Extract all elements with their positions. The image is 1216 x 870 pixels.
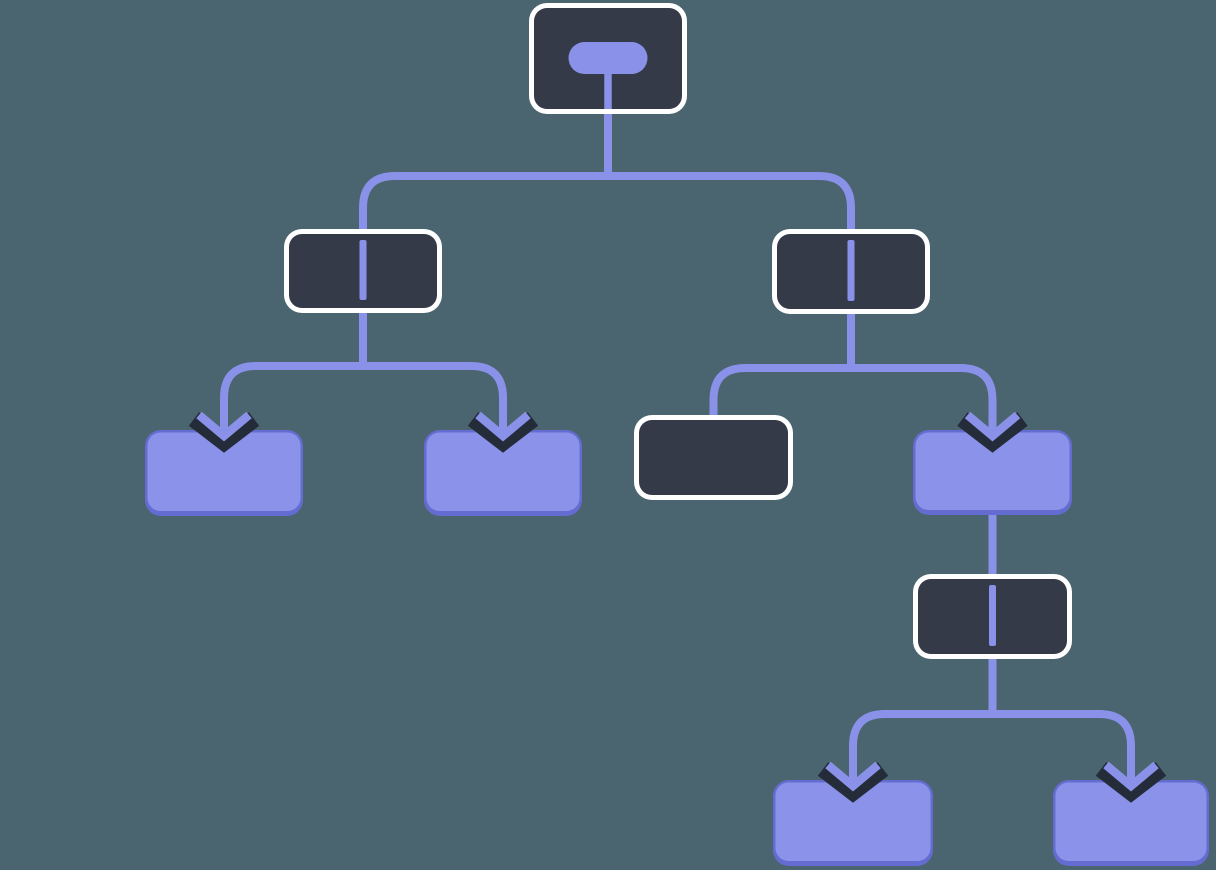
node-purple-body: [775, 782, 931, 861]
collapsed-children-line-icon: [989, 585, 996, 646]
tree-connector: [220, 313, 367, 436]
tree-connector: [988, 659, 1135, 786]
tree-node-leaf-left-1[interactable]: [145, 430, 303, 516]
tree-node-root[interactable]: [529, 3, 687, 114]
arrow-down-icon: [1095, 761, 1167, 803]
node-dark-body: [639, 420, 788, 495]
tree-node-leaf-left-2[interactable]: [424, 430, 582, 516]
tree-node-branch-left[interactable]: [284, 229, 442, 313]
tree-connector: [709, 314, 855, 421]
arrow-down-icon: [957, 411, 1028, 453]
tree-node-leaf-bottom-2[interactable]: [1053, 780, 1209, 866]
arrow-down-icon: [467, 411, 539, 453]
node-purple-body: [147, 432, 301, 511]
tree-node-node-right-left[interactable]: [634, 415, 793, 500]
node-purple-body: [426, 432, 580, 511]
arrow-layer: [188, 411, 1167, 803]
connector-layer: [220, 114, 1135, 786]
node-purple-body: [1055, 782, 1207, 861]
tree-node-branch-right[interactable]: [772, 229, 930, 314]
tree-connector: [849, 659, 997, 786]
collapsed-children-line-icon: [359, 240, 367, 300]
tree-connector: [359, 313, 507, 436]
tree-connector: [847, 314, 997, 436]
node-layer: [145, 3, 1209, 866]
root-indicator-icon: [568, 42, 648, 109]
node-purple-body: [915, 432, 1070, 510]
tree-node-branch-bottom[interactable]: [913, 574, 1072, 659]
tree-connector: [604, 114, 855, 235]
arrow-down-icon: [188, 411, 260, 453]
arrow-down-icon: [817, 761, 889, 803]
tree-node-node-right-right[interactable]: [913, 430, 1072, 515]
tree-node-leaf-bottom-1[interactable]: [773, 780, 933, 866]
tree-connector: [359, 114, 612, 235]
collapsed-children-line-icon: [847, 240, 855, 301]
